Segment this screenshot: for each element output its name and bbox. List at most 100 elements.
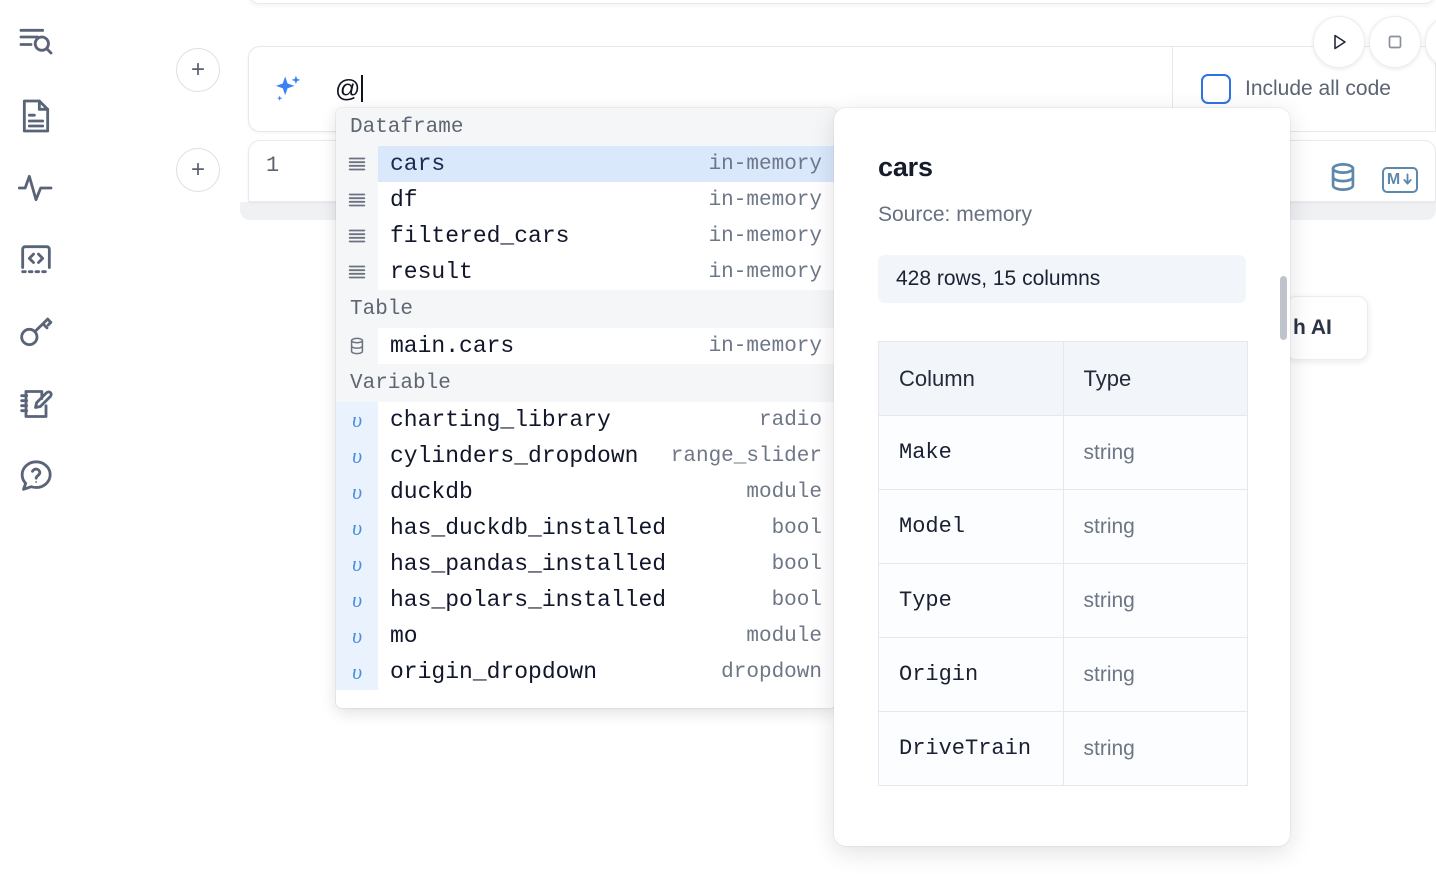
autocomplete-item[interactable]: main.cars in-memory xyxy=(336,328,836,364)
markdown-icon[interactable]: M xyxy=(1382,166,1418,193)
stop-button[interactable] xyxy=(1369,16,1421,68)
autocomplete-group-header: Variable xyxy=(336,364,836,402)
left-sidebar xyxy=(0,0,72,874)
autocomplete-item-body: mo module xyxy=(378,618,836,654)
autocomplete-item-body: origin_dropdown dropdown xyxy=(378,654,836,690)
add-cell-button-top[interactable]: + xyxy=(176,48,220,92)
autocomplete-item-name: filtered_cars xyxy=(390,223,570,249)
autocomplete-item-type: in-memory xyxy=(708,224,822,248)
autocomplete-item[interactable]: υ has_polars_installed bool xyxy=(336,582,836,618)
scratchpad-edit-icon[interactable] xyxy=(10,378,62,430)
variable-icon: υ xyxy=(336,438,378,474)
database-icon xyxy=(336,328,378,364)
autocomplete-item-name: origin_dropdown xyxy=(390,659,598,685)
completion-info-panel: cars Source: memory 428 rows, 15 columns… xyxy=(834,108,1290,846)
autocomplete-item-type: dropdown xyxy=(721,660,822,684)
dataframe-icon xyxy=(336,146,378,182)
code-brackets-icon[interactable] xyxy=(10,234,62,286)
schema-column-name: DriveTrain xyxy=(878,711,1064,786)
markdown-label: M xyxy=(1386,170,1401,188)
autocomplete-item-type: module xyxy=(746,480,822,504)
variable-icon: υ xyxy=(336,618,378,654)
dataframe-icon xyxy=(336,218,378,254)
generate-with-ai-button[interactable]: h AI xyxy=(1286,296,1368,360)
autocomplete-item-name: cars xyxy=(390,151,446,177)
include-all-code-label: Include all code xyxy=(1245,77,1391,100)
cell-toolbar: M xyxy=(1326,160,1418,199)
autocomplete-item-type: bool xyxy=(771,552,822,576)
autocomplete-item-name: has_duckdb_installed xyxy=(390,515,667,541)
info-scrollbar[interactable] xyxy=(1280,276,1287,340)
text-cursor xyxy=(361,74,364,102)
schema-column-type: string xyxy=(1062,637,1248,712)
autocomplete-item-body: filtered_cars in-memory xyxy=(378,218,836,254)
info-shape-badge: 428 rows, 15 columns xyxy=(878,255,1246,303)
run-button[interactable] xyxy=(1313,16,1365,68)
autocomplete-item-type: bool xyxy=(771,588,822,612)
schema-column-type: string xyxy=(1062,711,1248,786)
schema-column-name: Origin xyxy=(878,637,1064,712)
help-question-icon[interactable] xyxy=(10,450,62,502)
outline-search-icon[interactable] xyxy=(10,16,62,68)
autocomplete-item-type: module xyxy=(746,624,822,648)
variable-icon: υ xyxy=(336,582,378,618)
schema-column-name: Make xyxy=(878,415,1064,490)
schema-header-cell: Column xyxy=(878,341,1064,416)
document-icon[interactable] xyxy=(10,90,62,142)
autocomplete-item-type: radio xyxy=(758,408,822,432)
autocomplete-item-name: mo xyxy=(390,623,418,649)
schema-column-type: string xyxy=(1062,489,1248,564)
autocomplete-item[interactable]: υ origin_dropdown dropdown xyxy=(336,654,836,690)
add-cell-label: + xyxy=(190,56,205,83)
generate-with-ai-label: h AI xyxy=(1293,316,1332,339)
ai-prompt-input[interactable]: @ xyxy=(335,74,364,104)
variable-icon: υ xyxy=(336,546,378,582)
dataframe-icon xyxy=(336,182,378,218)
add-cell-label: + xyxy=(190,156,205,183)
sparkle-icon xyxy=(271,72,305,106)
autocomplete-item-name: main.cars xyxy=(390,333,515,359)
autocomplete-item-type: in-memory xyxy=(708,188,822,212)
key-icon[interactable] xyxy=(10,306,62,358)
autocomplete-item-name: result xyxy=(390,259,473,285)
autocomplete-item-name: duckdb xyxy=(390,479,473,505)
info-source: Source: memory xyxy=(878,203,1033,226)
autocomplete-item-name: charting_library xyxy=(390,407,611,433)
schema-column-type: string xyxy=(1062,415,1248,490)
add-cell-button-bottom[interactable]: + xyxy=(176,148,220,192)
variable-icon: υ xyxy=(336,474,378,510)
autocomplete-item-name: has_polars_installed xyxy=(390,587,667,613)
autocomplete-item[interactable]: υ charting_library radio xyxy=(336,402,836,438)
variable-icon: υ xyxy=(336,402,378,438)
autocomplete-item-body: duckdb module xyxy=(378,474,836,510)
autocomplete-item[interactable]: filtered_cars in-memory xyxy=(336,218,836,254)
autocomplete-group-header: Table xyxy=(336,290,836,328)
schema-column-type: string xyxy=(1062,563,1248,638)
autocomplete-group-header: Dataframe xyxy=(336,108,836,146)
database-icon[interactable] xyxy=(1326,160,1360,199)
variable-icon: υ xyxy=(336,654,378,690)
autocomplete-item-type: in-memory xyxy=(708,334,822,358)
activity-pulse-icon[interactable] xyxy=(10,162,62,214)
autocomplete-item-body: main.cars in-memory xyxy=(378,328,836,364)
include-all-code-checkbox[interactable] xyxy=(1201,74,1231,104)
